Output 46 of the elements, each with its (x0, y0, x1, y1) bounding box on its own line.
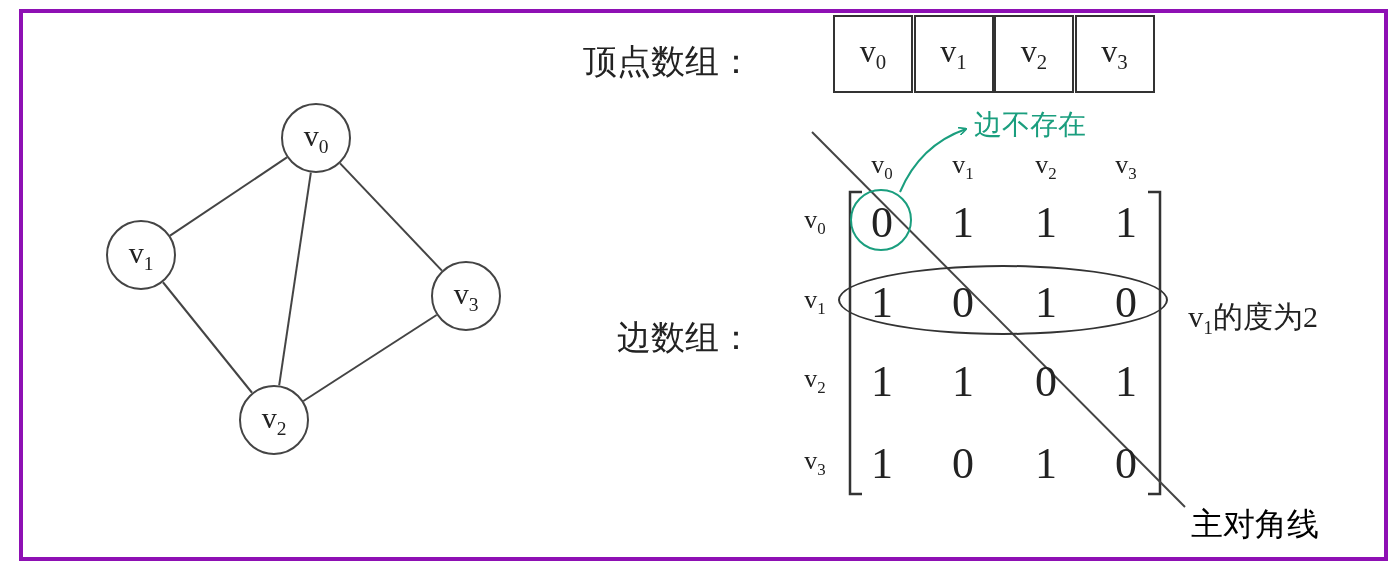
row-header: v$_{3}$ (804, 445, 826, 481)
leader-line (811, 131, 1186, 508)
array-cell: v$_{3}$ (1074, 15, 1155, 93)
matrix-value: 0 (1115, 437, 1137, 489)
column-header: v$_{3}$ (1115, 149, 1137, 185)
row-ellipse (838, 265, 1168, 335)
matrix-value: 1 (1115, 355, 1137, 407)
matrix-value: 0 (1035, 355, 1057, 407)
column-header: v$_{1}$ (952, 149, 974, 185)
degree-note: v$_{1}$的度为2 (1188, 299, 1318, 339)
edge-line (302, 314, 438, 402)
matrix-value: 1 (1035, 437, 1057, 489)
vertex-circle: v$_{0}$ (281, 103, 351, 173)
array-cell: v$_{0}$ (833, 15, 913, 93)
matrix-value: 0 (952, 437, 974, 489)
array-cell: v$_{1}$ (913, 15, 994, 93)
matrix-value: 0 (952, 276, 974, 328)
edge-line (161, 281, 254, 394)
diagonal-label: 主对角线 (1185, 503, 1325, 547)
matrix-value: 1 (952, 355, 974, 407)
matrix-value: 1 (1035, 276, 1057, 328)
handwritten-note: 边不存在 (970, 105, 1090, 145)
array-cell: v$_{2}$ (994, 15, 1074, 93)
column-header: v$_{0}$ (871, 149, 893, 185)
title-text: 边数组： (617, 316, 753, 359)
title-text: 顶点数组： (583, 40, 753, 83)
row-header: v$_{1}$ (804, 284, 826, 320)
matrix-value: 0 (1115, 276, 1137, 328)
matrix-value: 0 (871, 196, 893, 248)
edge-line (169, 156, 288, 237)
vertex-circle: v$_{1}$ (106, 220, 176, 290)
vertex-circle: v$_{3}$ (431, 261, 501, 331)
row-header: v$_{2}$ (804, 363, 826, 399)
edge-line (339, 162, 443, 272)
vertex-circle: v$_{2}$ (239, 385, 309, 455)
matrix-value: 1 (871, 276, 893, 328)
row-header: v$_{0}$ (804, 204, 826, 240)
matrix-value: 1 (1115, 196, 1137, 248)
arrow (899, 127, 968, 193)
matrix-value: 1 (952, 196, 974, 248)
edge-line (278, 171, 312, 387)
matrix-value: 1 (1035, 196, 1057, 248)
matrix-value: 1 (871, 355, 893, 407)
matrix-value: 1 (871, 437, 893, 489)
highlight-circle (850, 189, 912, 251)
column-header: v$_{2}$ (1035, 149, 1057, 185)
